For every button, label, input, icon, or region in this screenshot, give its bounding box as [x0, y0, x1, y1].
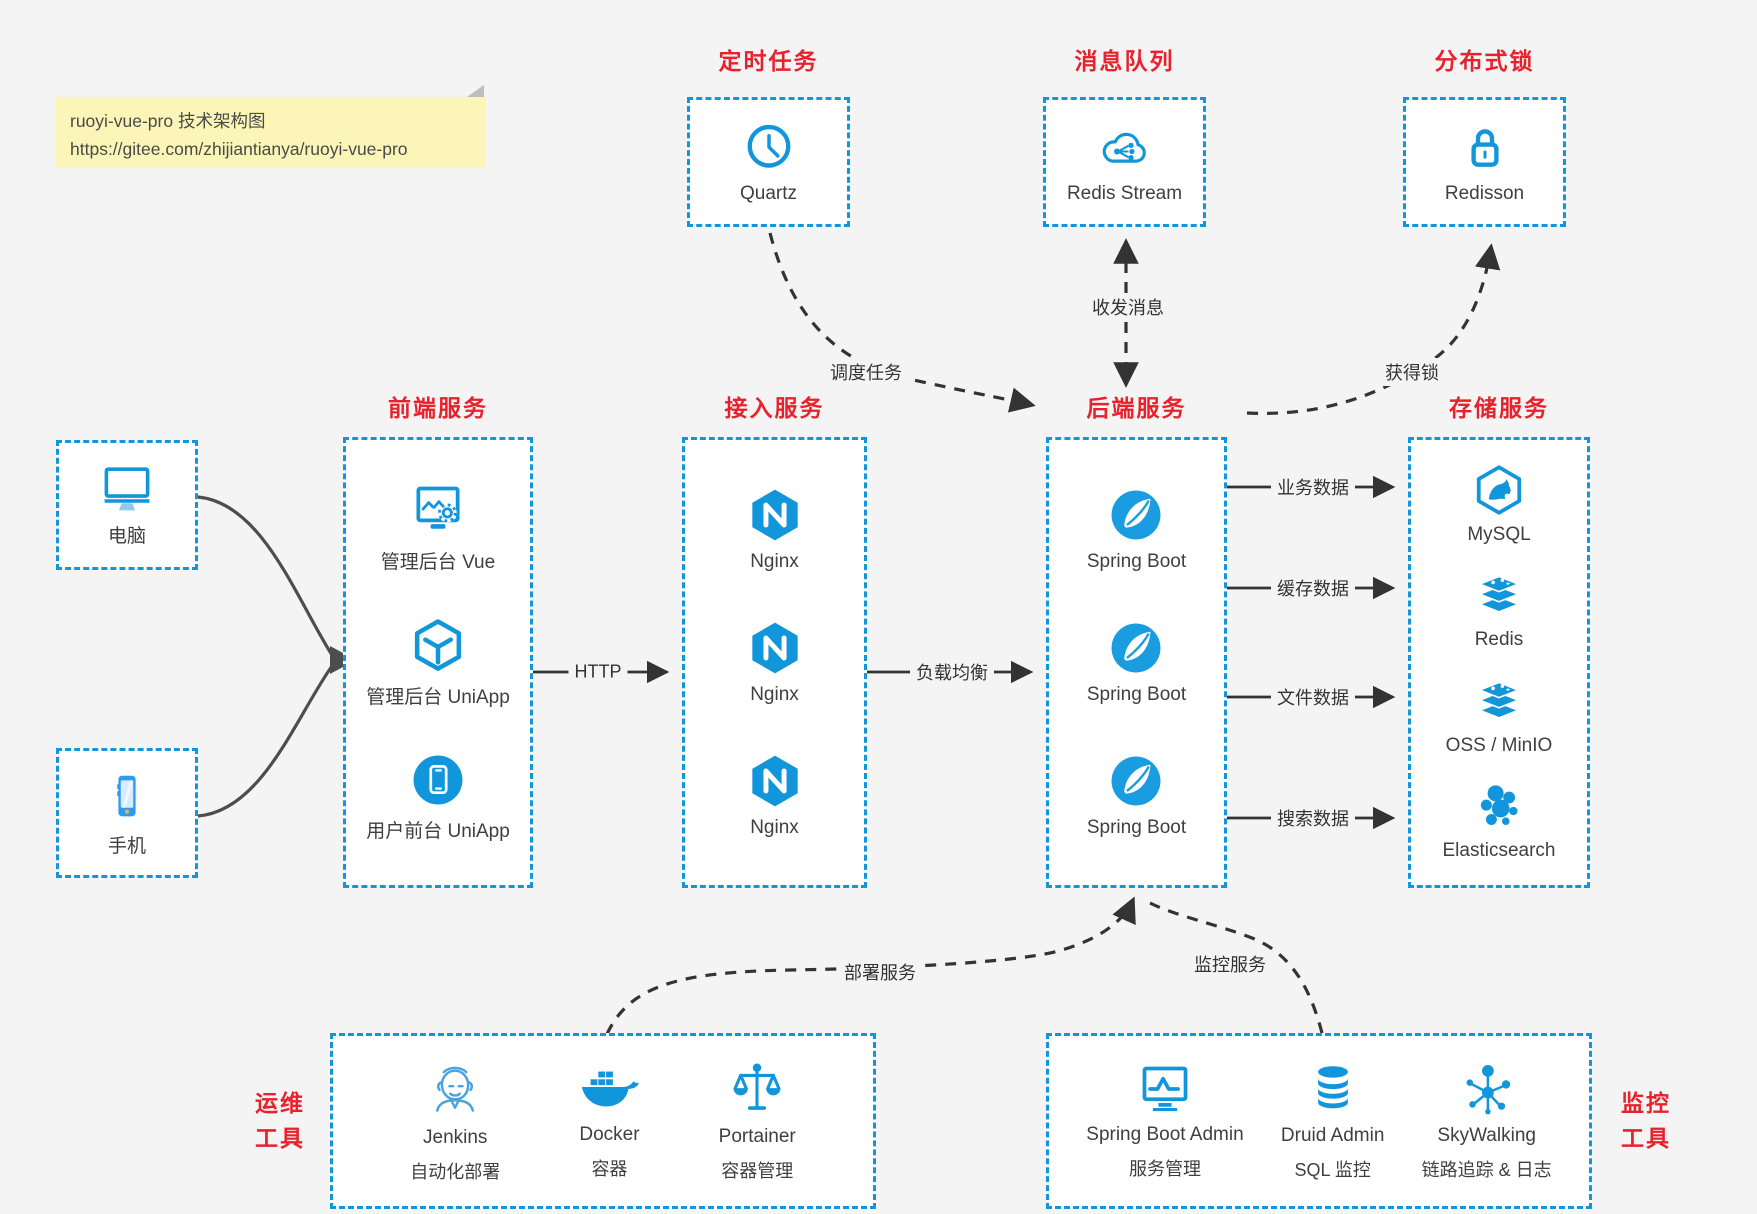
backend-services-box: Spring Boot Spring Boot Spring Boot — [1046, 437, 1227, 888]
quartz-label: Quartz — [739, 182, 798, 204]
elasticsearch-icon — [1472, 779, 1526, 833]
portainer-sub-label: 容器管理 — [721, 1161, 794, 1181]
messages-label: 收发消息 — [1086, 293, 1170, 321]
load-balance-label: 负载均衡 — [910, 658, 994, 686]
smartphone-icon — [102, 768, 152, 824]
portainer-icon — [728, 1059, 786, 1119]
docker-sub-label: 容器 — [591, 1159, 628, 1179]
redis-icon — [1472, 568, 1526, 622]
skywalking-sub-label: 链路追踪 & 日志 — [1421, 1160, 1552, 1180]
druid-admin-label: Druid Admin — [1280, 1125, 1385, 1146]
search-data-label: 搜索数据 — [1271, 804, 1355, 832]
redisson-box: Redisson — [1403, 97, 1566, 227]
jenkins-icon — [425, 1058, 485, 1120]
skywalking-icon — [1458, 1060, 1516, 1118]
note-url: https://gitee.com/zhijiantianya/ruoyi-vu… — [70, 139, 408, 159]
elasticsearch-label: Elasticsearch — [1442, 840, 1556, 862]
pc-client-box: 电脑 — [56, 440, 198, 570]
clock-icon — [741, 120, 797, 176]
note-title: ruoyi-vue-pro 技术架构图 — [70, 111, 266, 131]
note-fold-corner — [467, 85, 484, 97]
phone-client-box: 手机 — [56, 748, 198, 878]
nginx-icon — [746, 752, 804, 810]
spring-boot-admin-icon — [1135, 1061, 1195, 1117]
docker-label: Docker — [579, 1124, 640, 1145]
redis-stream-label: Redis Stream — [1066, 182, 1183, 204]
ops-tools-box: Jenkins 自动化部署 Docker 容器 Portainer 容器管理 — [330, 1033, 876, 1209]
admin-vue-label: 管理后台 Vue — [380, 552, 496, 574]
ops-tools-label: 运维 工具 — [255, 1090, 305, 1151]
spring-boot-icon — [1107, 619, 1165, 677]
monitor-tools-label: 监控 工具 — [1621, 1090, 1671, 1151]
redisson-label: Redisson — [1444, 182, 1525, 204]
phone-label: 手机 — [107, 836, 146, 857]
druid-icon — [1305, 1060, 1361, 1118]
business-data-label: 业务数据 — [1271, 473, 1355, 501]
spring-boot-label: Spring Boot — [1086, 684, 1187, 705]
jenkins-label: Jenkins — [423, 1127, 488, 1148]
scheduled-task-label: 定时任务 — [718, 48, 819, 74]
redis-stream-box: Redis Stream — [1043, 97, 1206, 227]
admin-uniapp-label: 管理后台 UniApp — [366, 686, 510, 708]
pc-to-frontend-curve — [197, 495, 334, 656]
spring-boot-label: Spring Boot — [1086, 817, 1187, 838]
druid-admin-sub-label: SQL 监控 — [1294, 1160, 1371, 1180]
nginx-label: Nginx — [750, 684, 799, 705]
uniapp-cube-icon — [409, 617, 467, 675]
skywalking-label: SkyWalking — [1437, 1125, 1536, 1146]
http-label: HTTP — [568, 660, 628, 684]
nginx-label: Nginx — [750, 551, 799, 572]
spring-boot-icon — [1107, 486, 1165, 544]
oss-minio-label: OSS / MinIO — [1445, 734, 1553, 756]
admin-vue-icon — [408, 482, 468, 540]
jenkins-sub-label: 自动化部署 — [410, 1162, 501, 1182]
frontend-services-label: 前端服务 — [388, 395, 488, 421]
spring-boot-icon — [1107, 752, 1165, 810]
user-uniapp-label: 用户前台 UniApp — [366, 820, 510, 842]
mysql-label: MySQL — [1467, 523, 1531, 545]
gateway-services-label: 接入服务 — [724, 395, 825, 421]
spring-boot-label: Spring Boot — [1086, 551, 1187, 572]
acquire-lock-curve — [1246, 243, 1501, 415]
cache-data-label: 缓存数据 — [1271, 574, 1355, 602]
desktop-icon — [98, 462, 156, 514]
schedule-task-label: 调度任务 — [824, 358, 908, 386]
sticky-note: ruoyi-vue-pro 技术架构图 https://gitee.com/zh… — [56, 85, 486, 167]
quartz-box: Quartz — [687, 97, 850, 227]
deploy-service-label: 部署服务 — [838, 958, 922, 986]
backend-services-label: 后端服务 — [1086, 395, 1187, 421]
distributed-lock-label: 分布式锁 — [1434, 48, 1535, 74]
docker-icon — [577, 1061, 641, 1117]
nginx-label: Nginx — [750, 817, 799, 838]
user-app-icon — [409, 751, 467, 809]
spring-boot-admin-sub-label: 服务管理 — [1128, 1159, 1201, 1179]
monitor-service-label: 监控服务 — [1188, 950, 1272, 978]
phone-to-frontend-curve — [197, 665, 334, 818]
frontend-services-box: 管理后台 Vue 管理后台 UniApp 用户前台 UniApp — [343, 437, 533, 888]
spring-boot-admin-label: Spring Boot Admin — [1086, 1124, 1244, 1145]
gateway-services-box: Nginx Nginx Nginx — [682, 437, 867, 888]
acquire-lock-label: 获得锁 — [1379, 358, 1445, 386]
pc-label: 电脑 — [107, 526, 146, 547]
storage-services-label: 存储服务 — [1449, 395, 1549, 421]
mysql-icon — [1472, 463, 1526, 517]
storage-services-box: MySQL Redis OSS / MinIO Elasticsearch — [1408, 437, 1590, 888]
redis-label: Redis — [1474, 629, 1524, 651]
cloud-stream-icon — [1093, 120, 1155, 176]
object-storage-icon — [1472, 674, 1526, 728]
nginx-icon — [746, 486, 804, 544]
monitor-tools-box: Spring Boot Admin 服务管理 Druid Admin SQL 监… — [1046, 1033, 1592, 1209]
file-data-label: 文件数据 — [1271, 683, 1355, 711]
message-queue-label: 消息队列 — [1074, 48, 1175, 74]
nginx-icon — [746, 619, 804, 677]
portainer-label: Portainer — [718, 1126, 796, 1147]
lock-icon — [1457, 120, 1513, 176]
